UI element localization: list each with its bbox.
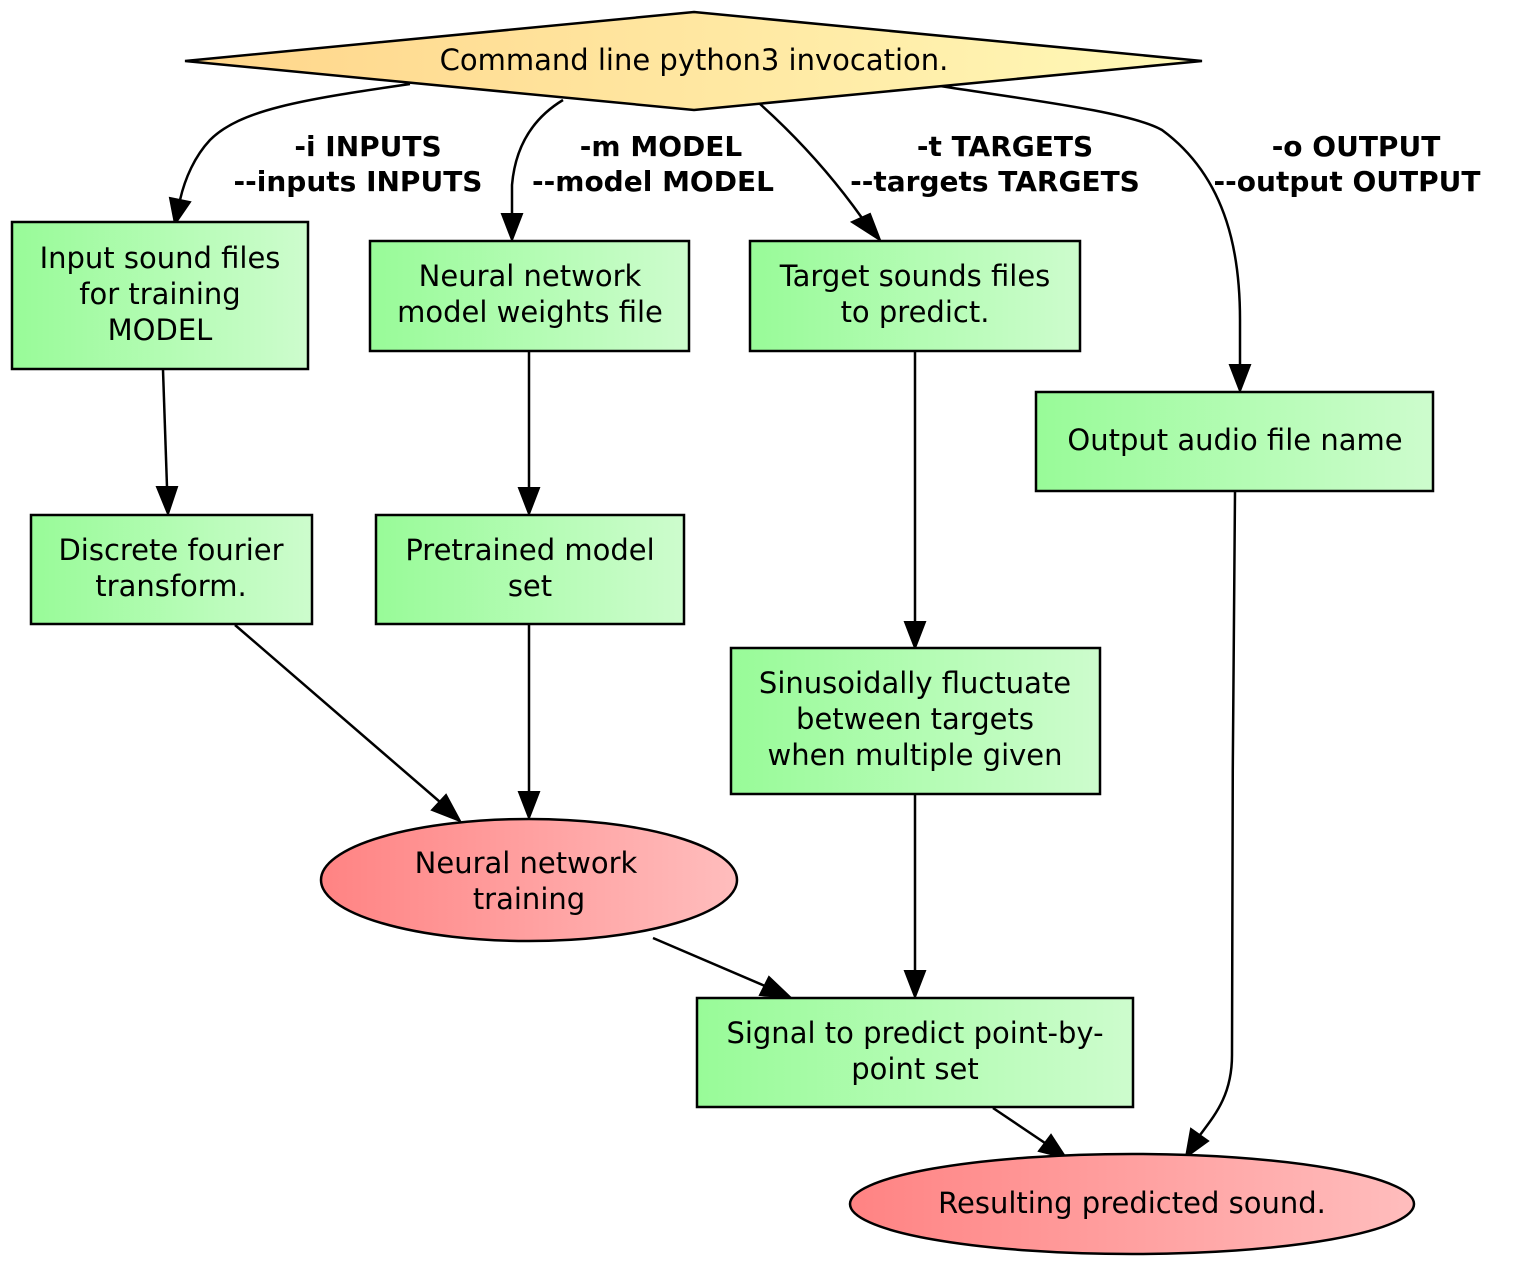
edge-label-model: -m MODEL --model MODEL [532, 130, 774, 198]
edge-label-inputs-short: -i INPUTS [294, 130, 441, 163]
node-signal-to-predict-line-2: point set [851, 1052, 979, 1086]
node-model-weights-file-line-1: Neural network [419, 259, 642, 293]
node-input-sound-files: Input sound files for training MODEL [10, 220, 310, 371]
edge-cmd-to-output-name [939, 84, 1242, 365]
node-pretrained-model-set: Pretrained model set [374, 513, 686, 626]
arrowhead-signal-from-sinusoidal [903, 970, 927, 1000]
edge-nn-training-to-signal [652, 936, 766, 988]
node-command-line: Command line python3 invocation. [184, 10, 1203, 112]
node-resulting-predicted-sound: Resulting predicted sound. [848, 1152, 1416, 1256]
arrowhead-model-weights [500, 213, 524, 243]
arrowhead-signal-from-nn-training [758, 975, 794, 1000]
node-model-weights-file: Neural network model weights file [368, 239, 691, 353]
edge-cmd-to-input-files [178, 82, 411, 201]
node-sinusoidally-fluctuate: Sinusoidally fluctuate between targets w… [729, 646, 1102, 796]
arrowhead-result-from-output [1184, 1127, 1210, 1160]
edge-label-inputs-long: --inputs INPUTS [234, 165, 483, 198]
arrowhead-pretrained [517, 487, 541, 517]
arrowhead-sinusoidal [903, 621, 927, 651]
edge-label-output-long: --output OUTPUT [1214, 165, 1481, 198]
node-input-sound-files-line-3: MODEL [108, 313, 213, 347]
edge-signal-to-result [992, 1106, 1046, 1145]
node-sinusoidally-fluctuate-line-2: between targets [796, 702, 1034, 736]
node-signal-to-predict-line-1: Signal to predict point-by- [726, 1016, 1103, 1050]
edge-label-output-short: -o OUTPUT [1272, 130, 1441, 163]
arrowhead-target-files [849, 212, 883, 243]
edge-label-targets-long: --targets TARGETS [850, 165, 1140, 198]
arrowhead-input-files [168, 196, 192, 227]
node-target-sounds-files-line-1: Target sounds files [779, 259, 1051, 293]
node-target-sounds-files: Target sounds files to predict. [748, 239, 1082, 353]
node-discrete-fourier-transform: Discrete fourier transform. [29, 513, 314, 626]
node-pretrained-model-set-line-2: set [508, 569, 552, 603]
node-input-sound-files-line-2: for training [79, 277, 240, 311]
edge-cmd-to-model-weights [510, 98, 564, 214]
node-sinusoidally-fluctuate-line-1: Sinusoidally fluctuate [759, 666, 1071, 700]
node-discrete-fourier-transform-line-2: transform. [95, 569, 246, 603]
edge-label-targets: -t TARGETS --targets TARGETS [850, 130, 1140, 198]
edge-output-name-to-result [1199, 491, 1237, 1136]
node-discrete-fourier-transform-line-1: Discrete fourier [58, 533, 283, 567]
node-neural-network-training-line-2: training [473, 882, 585, 916]
arrowhead-dft [155, 486, 179, 517]
arrowhead-result-from-signal [1037, 1133, 1069, 1160]
node-model-weights-file-line-2: model weights file [397, 295, 663, 329]
node-neural-network-training-line-1: Neural network [415, 846, 638, 880]
node-pretrained-model-set-line-1: Pretrained model [405, 533, 654, 567]
node-output-audio-file-name-text: Output audio file name [1067, 423, 1402, 457]
node-input-sound-files-line-1: Input sound files [40, 241, 281, 275]
node-signal-to-predict: Signal to predict point-by- point set [695, 996, 1135, 1109]
node-neural-network-training: Neural network training [319, 817, 739, 943]
arrowhead-output-name [1228, 364, 1252, 394]
edge-label-model-short: -m MODEL [580, 130, 743, 163]
node-resulting-predicted-sound-text: Resulting predicted sound. [938, 1186, 1326, 1220]
edge-label-output: -o OUTPUT --output OUTPUT [1214, 130, 1481, 198]
node-output-audio-file-name: Output audio file name [1034, 390, 1435, 493]
arrowhead-nn-training-from-dft [430, 793, 463, 823]
edge-dft-to-nn-training [234, 624, 441, 803]
edge-input-files-to-dft [161, 369, 169, 488]
edge-cmd-to-target-files [759, 103, 864, 219]
node-command-line-text: Command line python3 invocation. [440, 43, 949, 77]
edge-label-inputs: -i INPUTS --inputs INPUTS [234, 130, 483, 198]
edge-label-targets-short: -t TARGETS [917, 130, 1093, 163]
edges [155, 82, 1252, 1160]
node-sinusoidally-fluctuate-line-3: when multiple given [767, 738, 1062, 772]
edge-label-model-long: --model MODEL [532, 165, 774, 198]
arrowhead-nn-training-from-pretrained [517, 791, 541, 821]
node-target-sounds-files-line-2: to predict. [841, 295, 990, 329]
